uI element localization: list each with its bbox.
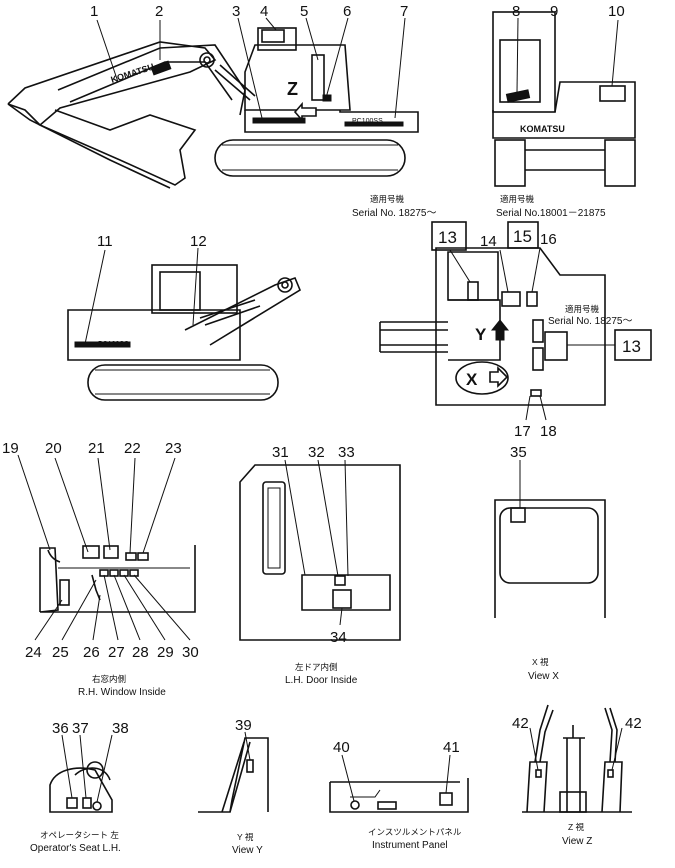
rh-window-caption-en: R.H. Window Inside bbox=[78, 687, 166, 698]
callout-22: 22 bbox=[124, 440, 141, 457]
callout-34: 34 bbox=[330, 629, 347, 646]
callout-20: 20 bbox=[45, 440, 62, 457]
view-y-caption-en: View Y bbox=[232, 845, 263, 856]
serial-left-jp: 適用号機 bbox=[370, 194, 405, 204]
callout-42-left: 42 bbox=[512, 715, 529, 732]
serial-mid-en: Serial No.18001－21875 bbox=[496, 208, 606, 219]
operator-seat-lh bbox=[49, 761, 113, 813]
callout-12: 12 bbox=[190, 233, 207, 250]
leader-lines bbox=[17, 17, 623, 803]
lh-door-inside bbox=[239, 464, 401, 641]
model-decal-1: PC100SS bbox=[352, 118, 383, 125]
callout-19: 19 bbox=[2, 440, 19, 457]
view-y-marker: Y bbox=[475, 325, 487, 344]
callout-27: 27 bbox=[108, 644, 125, 661]
excavator-top-view: 適用号機 Serial No. 18275～ 適用号機 Serial No.18… bbox=[352, 194, 652, 406]
seat-caption-en: Operator's Seat L.H. bbox=[30, 843, 121, 854]
callout-32: 32 bbox=[308, 444, 325, 461]
callout-17: 17 bbox=[514, 423, 531, 440]
view-z-caption-en: View Z bbox=[562, 836, 592, 847]
callout-39: 39 bbox=[235, 717, 252, 734]
view-x-arrow bbox=[489, 366, 509, 388]
callout-7: 7 bbox=[400, 3, 408, 20]
svg-text:15: 15 bbox=[513, 227, 532, 246]
view-x-marker: X bbox=[466, 370, 478, 389]
callout-26: 26 bbox=[83, 644, 100, 661]
seat-caption-jp: オペレータシート 左 bbox=[40, 830, 119, 840]
rear-window-decal bbox=[505, 89, 531, 103]
callout-31: 31 bbox=[272, 444, 289, 461]
callout-8: 8 bbox=[512, 3, 520, 20]
serial-right-en: Serial No. 18275～ bbox=[548, 316, 633, 327]
rear-brand-decal: KOMATSU bbox=[520, 124, 565, 134]
view-z-detail bbox=[522, 704, 632, 813]
view-y-arrow bbox=[490, 319, 510, 341]
callout-9: 9 bbox=[550, 3, 558, 20]
panel-caption-en: Instrument Panel bbox=[372, 840, 448, 851]
callout-36: 36 bbox=[52, 720, 69, 737]
view-z-caption-jp: Z 視 bbox=[568, 822, 585, 832]
callout-30: 30 bbox=[182, 644, 199, 661]
boom-label-decal bbox=[150, 60, 172, 76]
panel-caption-jp: インスツルメントパネル bbox=[368, 827, 462, 837]
callout-3: 3 bbox=[232, 3, 240, 20]
callout-38: 38 bbox=[112, 720, 129, 737]
callout-5: 5 bbox=[300, 3, 308, 20]
excavator-rear-view: KOMATSU bbox=[492, 11, 636, 187]
rh-window-inside bbox=[39, 545, 196, 613]
rh-window-caption-jp: 右窓内側 bbox=[92, 674, 126, 684]
view-x-caption-jp: X 視 bbox=[532, 657, 549, 667]
boxed-callout-13-top bbox=[431, 221, 467, 251]
view-z-marker: Z bbox=[287, 79, 298, 99]
side-model-stripe-2 bbox=[74, 341, 131, 348]
view-x-detail bbox=[494, 499, 606, 618]
view-y-caption-jp: Y 視 bbox=[237, 832, 254, 842]
callout-6: 6 bbox=[343, 3, 351, 20]
excavator-side-view-2: PC100SS bbox=[67, 264, 302, 401]
callout-2: 2 bbox=[155, 3, 163, 20]
callout-11: 11 bbox=[97, 233, 113, 250]
callout-21: 21 bbox=[88, 440, 105, 457]
callout-33: 33 bbox=[338, 444, 355, 461]
callout-16: 16 bbox=[540, 231, 557, 248]
lh-door-caption-jp: 左ドア内側 bbox=[295, 662, 338, 672]
callout-18: 18 bbox=[540, 423, 557, 440]
callout-41: 41 bbox=[443, 739, 460, 756]
view-y-detail bbox=[198, 737, 269, 813]
callout-25: 25 bbox=[52, 644, 69, 661]
callout-23: 23 bbox=[165, 440, 182, 457]
excavator-side-view: KOMATSU Z PC100SS bbox=[7, 27, 419, 189]
callout-4: 4 bbox=[260, 3, 268, 20]
callout-28: 28 bbox=[132, 644, 149, 661]
callout-35: 35 bbox=[510, 444, 527, 461]
callout-37: 37 bbox=[72, 720, 89, 737]
serial-left-en: Serial No. 18275～ bbox=[352, 208, 437, 219]
callout-40: 40 bbox=[333, 739, 350, 756]
side-model-stripe bbox=[344, 121, 404, 127]
callout-29: 29 bbox=[157, 644, 174, 661]
callout-24: 24 bbox=[25, 644, 42, 661]
svg-text:13: 13 bbox=[622, 337, 641, 356]
boom-brand-decal: KOMATSU bbox=[110, 62, 156, 85]
view-x-caption-en: View X bbox=[528, 671, 559, 682]
callout-42-right: 42 bbox=[625, 715, 642, 732]
serial-mid-jp: 適用号機 bbox=[500, 194, 535, 204]
callout-1: 1 bbox=[90, 3, 98, 20]
serial-right-jp: 適用号機 bbox=[565, 304, 600, 314]
callout-14: 14 bbox=[480, 233, 497, 250]
model-decal-2: PC100SS bbox=[98, 341, 129, 348]
side-stripe-decal bbox=[252, 117, 306, 124]
callout-10: 10 bbox=[608, 3, 625, 20]
svg-text:13: 13 bbox=[438, 228, 457, 247]
lh-door-caption-en: L.H. Door Inside bbox=[285, 675, 358, 686]
callout-numbers: 1 2 3 4 5 6 7 8 9 10 11 12 14 16 17 18 1… bbox=[2, 3, 642, 756]
